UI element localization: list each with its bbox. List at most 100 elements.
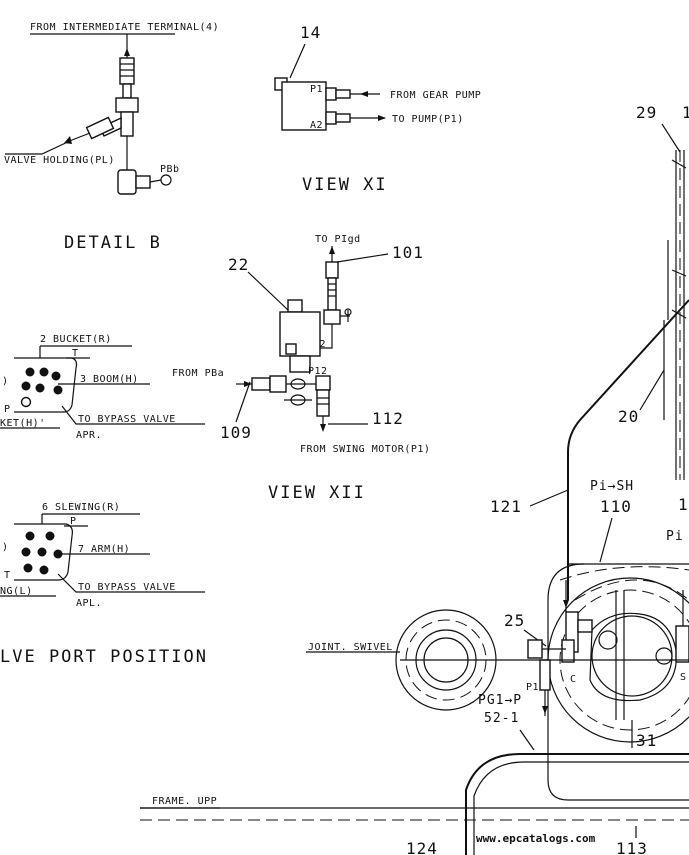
to-pump-label: TO PUMP(P1): [392, 114, 464, 125]
valve-port: [285, 343, 297, 355]
port-dot: [39, 367, 49, 377]
pipe-52-1: [465, 753, 689, 855]
fitting-neck: [122, 83, 132, 99]
boom-h-label: 3 BOOM(H): [80, 374, 139, 385]
leader-line: [519, 729, 535, 751]
leader-line: [639, 369, 665, 411]
motor-flange: [589, 612, 677, 702]
port-dot: [37, 547, 47, 557]
branch-pipe: [71, 132, 91, 141]
hose-clamp: [671, 159, 687, 319]
fitting-upper: [119, 57, 135, 85]
pipe-121: [567, 299, 689, 600]
pi-cut-label: Pi: [666, 529, 684, 544]
fitting-nut: [115, 97, 139, 113]
leader-line: [149, 179, 162, 183]
fitting: [335, 89, 351, 99]
elbow-outlet: [135, 175, 151, 189]
thread-marks: [317, 397, 329, 405]
hidden-line: [559, 566, 689, 581]
ref-101: 101: [392, 243, 424, 262]
port-dot: [53, 549, 63, 559]
paren-mark: ): [2, 376, 9, 387]
apl-label: APL.: [76, 598, 102, 609]
to-pigd-label: TO PIgd: [315, 234, 361, 245]
pbb-label: PBb: [160, 164, 180, 175]
plug-line: [340, 310, 350, 322]
leader-line: [336, 253, 389, 263]
pipe-segment: [316, 389, 330, 417]
fitting: [251, 377, 271, 391]
shaft-line: [615, 590, 625, 720]
ref-124: 124: [406, 839, 438, 855]
port-dot: [39, 565, 49, 575]
port-dot: [45, 531, 55, 541]
port-dot: [21, 381, 31, 391]
leader-line: [5, 139, 73, 155]
branch-fitting: [85, 116, 115, 140]
arm-h-label: 7 ARM(H): [78, 544, 130, 555]
leader-line: [599, 517, 613, 563]
leader-line: [235, 381, 251, 423]
arrow-right-icon: [378, 115, 386, 121]
from-pba-label: FROM PBa: [172, 368, 224, 379]
view-xi-title: VIEW XI: [302, 175, 388, 195]
p1-port-label: P1: [526, 682, 539, 693]
view-xii-title: VIEW XII: [268, 483, 366, 503]
ref-14: 14: [300, 23, 321, 42]
ref-29: 29: [636, 103, 657, 122]
pi-sh-label: Pi→SH: [590, 479, 634, 494]
ref-52-1-label: 52-1: [484, 711, 519, 726]
leader-line: [57, 573, 205, 593]
ref-20: 20: [618, 407, 639, 426]
motor-fitting: [561, 639, 575, 663]
motor-fitting: [577, 619, 593, 633]
ref-113: 113: [616, 839, 648, 855]
ref-1a: 1: [682, 103, 689, 122]
arrow-down-icon: [563, 600, 569, 608]
ref-109: 109: [220, 423, 252, 442]
motor-fitting: [675, 625, 689, 663]
fitting-nut: [269, 375, 287, 393]
check-valve-icon: [290, 378, 306, 390]
leader-line: [247, 271, 289, 311]
c-port-label: C: [570, 674, 577, 685]
s-port-label: S: [680, 672, 687, 683]
p-label: P: [4, 404, 11, 415]
apr-label: APR.: [76, 430, 102, 441]
from-swing-motor-label: FROM SWING MOTOR(P1): [300, 444, 430, 455]
port-cluster-bottom: [21, 531, 63, 575]
valve-cap: [287, 299, 303, 313]
arrow-down-icon: [542, 706, 548, 714]
valve-block-14: [281, 81, 327, 131]
motor-body: [591, 615, 673, 697]
view-xi: 14 P1 A2 FROM GEAR PUMP TO PUMP(P1) VIEW…: [274, 23, 481, 195]
pipe-line: [320, 324, 333, 349]
valve-holding-label: VALVE HOLDING(PL): [4, 155, 115, 166]
t-label: T: [4, 570, 11, 581]
arrow-up-icon: [329, 246, 335, 254]
port-dot: [25, 367, 35, 377]
hose-line: [663, 240, 669, 420]
ref-25: 25: [504, 611, 525, 630]
tee-fitting: [315, 375, 331, 391]
leader-line: [661, 123, 681, 153]
hidden-line: [574, 579, 689, 601]
ref-110: 110: [600, 497, 632, 516]
bucket-h-label: KET(H)': [0, 418, 46, 429]
ref-1b: 1: [678, 495, 689, 514]
view-xii: TO PIgd 101 P2 22 FROM PBa P12: [172, 234, 430, 503]
fitting: [527, 639, 543, 659]
arrow-down-icon: [320, 424, 326, 432]
port-cluster-top: [21, 367, 63, 395]
pipe-segment: [327, 277, 337, 311]
ref-121: 121: [490, 497, 522, 516]
elbow-fitting: [117, 169, 137, 195]
p1-port-label: P1: [310, 84, 323, 95]
valve-lower: [289, 355, 311, 373]
arrow-left-icon: [64, 136, 72, 144]
fitting: [325, 87, 337, 101]
pg1-p-label: PG1→P: [478, 693, 522, 708]
plug-icon: [344, 308, 352, 316]
